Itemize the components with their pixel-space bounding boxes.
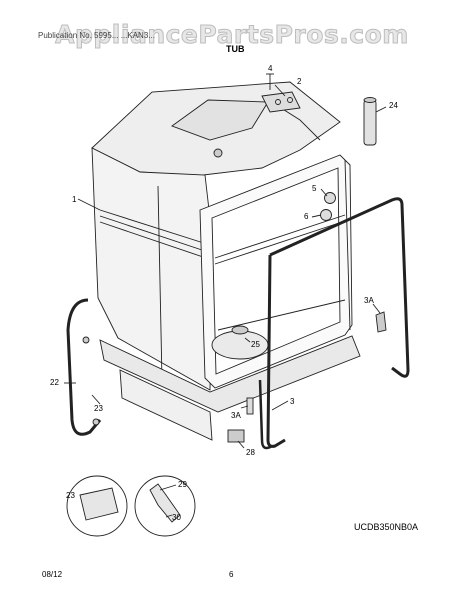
cap-5 (324, 192, 336, 204)
footer-date: 08/12 (42, 570, 63, 579)
top-spray-hole (213, 148, 223, 158)
callout-5: 5 (312, 184, 317, 193)
callout-3a-right: 3A (364, 296, 374, 305)
callout-3a-bottom: 3A (231, 411, 241, 420)
tub-top-panel (171, 99, 269, 141)
cap-6 (320, 209, 332, 221)
callout-3: 3 (290, 397, 295, 406)
clip-3a-right (375, 311, 387, 333)
model-code: UCDB350NB0A (354, 522, 419, 532)
callout-25: 25 (251, 340, 260, 349)
inset-circle-29 (134, 475, 196, 537)
callout-24: 24 (389, 101, 398, 110)
callout-22: 22 (50, 378, 59, 387)
callout-29: 29 (178, 480, 187, 489)
callout-1: 1 (72, 195, 77, 204)
callout-4: 4 (268, 64, 273, 73)
switch-28 (227, 429, 245, 443)
watermark: AppliancePartsPros.com (55, 20, 409, 50)
footer-page-number: 6 (229, 570, 234, 579)
callout-6: 6 (304, 212, 309, 221)
door-gasket (269, 197, 410, 378)
inset-circle-23 (66, 475, 128, 537)
callout-23-inset: 23 (66, 491, 75, 500)
publication-header: Publication No. 5995... ...KAN3... (38, 31, 155, 40)
lower-gasket (258, 379, 273, 450)
callout-23: 23 (94, 404, 103, 413)
callout-28: 28 (246, 448, 255, 457)
callout-2: 2 (297, 77, 302, 86)
filter-tube (363, 99, 377, 146)
callout-30: 30 (172, 513, 181, 522)
drain-hose (66, 298, 102, 436)
page-title: TUB (226, 44, 245, 54)
tub-base (99, 335, 361, 413)
